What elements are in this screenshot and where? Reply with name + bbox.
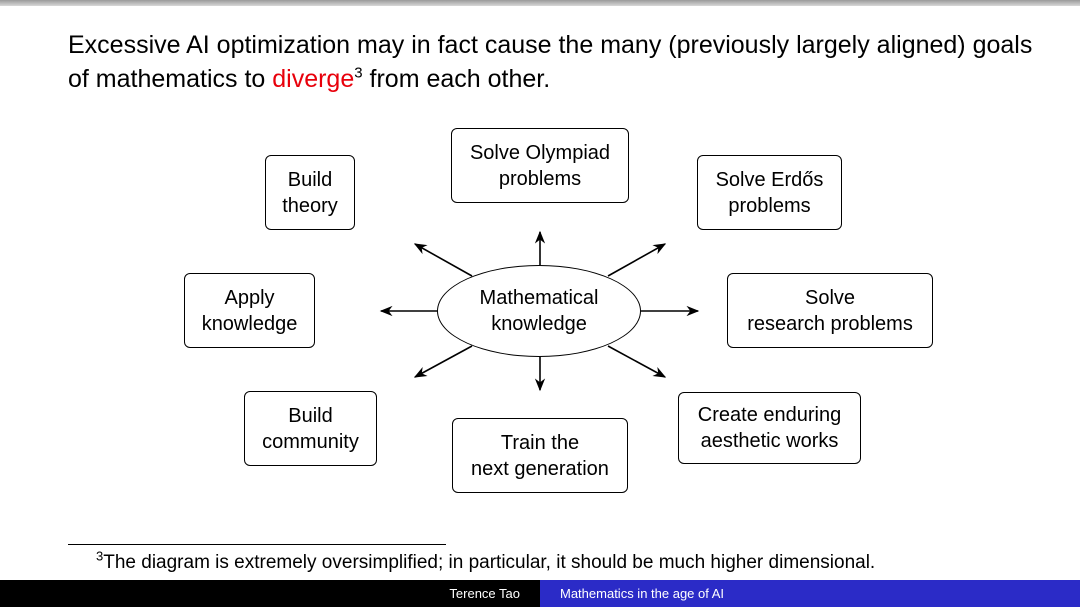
center-line-2: knowledge: [491, 313, 587, 335]
footnote-mark: 3: [96, 548, 104, 564]
goal-box-build-theory: Build theory: [265, 155, 355, 230]
footer-title: Mathematics in the age of AI: [560, 586, 725, 601]
slide-footer: Terence Tao Mathematics in the age of AI: [0, 580, 1080, 607]
goal-line-2: problems: [728, 194, 811, 217]
goal-line-1: Solve Erdős: [715, 168, 824, 191]
headline-text-2: from each other.: [362, 65, 551, 93]
arrow-down-left: [413, 345, 473, 378]
goal-box-solve-olympiad: Solve Olympiad problems: [451, 128, 629, 203]
center-node-mathematical-knowledge: Mathematical knowledge: [437, 265, 641, 357]
goal-line-1: Build: [287, 168, 333, 191]
goal-line-1: Train the: [500, 431, 580, 454]
arrow-up-left: [413, 243, 473, 277]
goal-line-2: aesthetic works: [700, 430, 839, 452]
goal-line-1: Apply: [224, 286, 275, 309]
slide-headline: Excessive AI optimization may in fact ca…: [68, 28, 1058, 96]
footnote: 3The diagram is extremely oversimplified…: [96, 550, 875, 576]
headline-footnote-mark: 3: [354, 64, 363, 82]
center-line-1: Mathematical: [479, 287, 599, 309]
goal-box-solve-erdos: Solve Erdős problems: [697, 155, 842, 230]
arrow-down-right: [607, 345, 667, 378]
goal-line-1: Build: [288, 404, 333, 427]
goal-line-1: Solve Olympiad: [469, 141, 611, 164]
headline-highlight: diverge: [272, 65, 355, 93]
goal-line-2: next generation: [471, 457, 609, 480]
goal-line-2: theory: [282, 194, 338, 217]
arrow-up-right: [607, 243, 667, 277]
footnote-text: The diagram is extremely oversimplified;…: [103, 552, 876, 573]
goal-box-apply-knowledge: Apply knowledge: [184, 273, 315, 348]
top-rule: [0, 0, 1080, 6]
goal-line-2: knowledge: [201, 312, 298, 335]
goal-line-1: Solve: [804, 286, 856, 309]
footer-title-cell: Mathematics in the age of AI: [540, 580, 1080, 607]
footer-author: Terence Tao: [449, 586, 520, 601]
goal-line-2: research problems: [747, 312, 913, 335]
goal-line-2: community: [262, 430, 359, 453]
goal-box-train-next-generation: Train the next generation: [452, 418, 628, 493]
footnote-rule: [68, 544, 446, 545]
footer-author-cell: Terence Tao: [0, 580, 540, 607]
goal-line-1: Create enduring: [697, 404, 842, 426]
headline-text-1: Excessive AI optimization may in fact ca…: [68, 31, 1033, 93]
goal-box-aesthetic-works: Create enduring aesthetic works: [678, 392, 861, 464]
goal-box-solve-research: Solve research problems: [727, 273, 933, 348]
goal-line-2: problems: [498, 167, 582, 190]
goal-box-build-community: Build community: [244, 391, 377, 466]
